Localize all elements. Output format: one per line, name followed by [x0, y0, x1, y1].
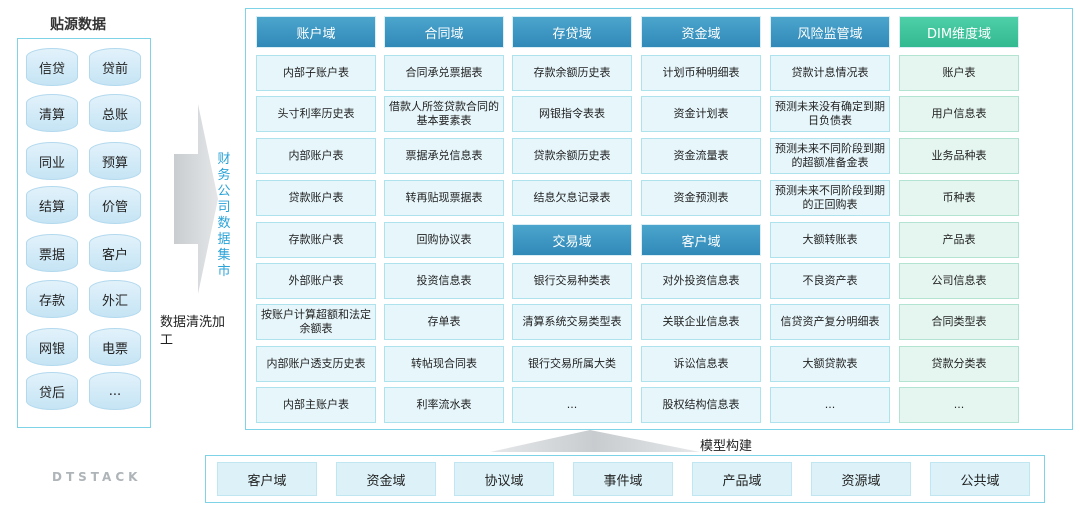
table-cell: 按账户计算超额和法定余额表: [256, 304, 376, 340]
source-db-icon: 清算: [26, 94, 78, 132]
domain-header: 资金域: [641, 16, 761, 48]
base-domain-box: 资金域: [336, 462, 436, 496]
table-cell: 不良资产表: [770, 263, 890, 299]
data-mart-label: 财务公司数据集市: [217, 152, 231, 279]
table-cell: ...: [512, 387, 632, 423]
table-cell: 预测未来没有确定到期日负债表: [770, 96, 890, 132]
base-domain-box: 事件域: [573, 462, 673, 496]
base-domain-panel: [205, 455, 1045, 503]
source-data-title: 贴源数据: [50, 17, 106, 33]
table-cell: 利率流水表: [384, 387, 504, 423]
source-db-icon: 电票: [89, 328, 141, 366]
table-cell: 资金预测表: [641, 180, 761, 216]
table-cell: 银行交易种类表: [512, 263, 632, 299]
table-cell: ...: [770, 387, 890, 423]
table-cell: 外部账户表: [256, 263, 376, 299]
table-cell: 关联企业信息表: [641, 304, 761, 340]
table-cell: 存款账户表: [256, 222, 376, 258]
table-cell: 预测未来不同阶段到期的正回购表: [770, 180, 890, 216]
flow-arrow-right-icon: [174, 104, 218, 294]
base-domain-box: 协议域: [454, 462, 554, 496]
table-cell: 存单表: [384, 304, 504, 340]
table-cell: 计划币种明细表: [641, 55, 761, 91]
table-cell: 内部子账户表: [256, 55, 376, 91]
source-db-icon: 外汇: [89, 280, 141, 318]
table-cell: 产品表: [899, 222, 1019, 258]
source-db-icon: 存款: [26, 280, 78, 318]
table-cell: 合同类型表: [899, 304, 1019, 340]
table-cell: 票据承兑信息表: [384, 138, 504, 174]
table-cell: 清算系统交易类型表: [512, 304, 632, 340]
table-cell: 预测未来不同阶段到期的超额准备金表: [770, 138, 890, 174]
domain-header: 账户域: [256, 16, 376, 48]
table-cell: 转再贴现票据表: [384, 180, 504, 216]
table-cell: 贷款余额历史表: [512, 138, 632, 174]
table-cell: 结息欠息记录表: [512, 180, 632, 216]
source-db-icon: 票据: [26, 234, 78, 272]
table-cell: 资金流量表: [641, 138, 761, 174]
domain-header: 交易域: [512, 224, 632, 256]
table-cell: 内部账户表: [256, 138, 376, 174]
table-cell: 内部主账户表: [256, 387, 376, 423]
table-cell: 用户信息表: [899, 96, 1019, 132]
table-cell: 公司信息表: [899, 263, 1019, 299]
table-cell: 贷款账户表: [256, 180, 376, 216]
source-db-icon: 结算: [26, 186, 78, 224]
model-build-label: 模型构建: [700, 439, 753, 454]
process-label: 数据清洗加工: [160, 315, 226, 348]
table-cell: 币种表: [899, 180, 1019, 216]
flow-arrow-up-icon: [490, 430, 700, 452]
table-cell: 贷款分类表: [899, 346, 1019, 382]
table-cell: 业务品种表: [899, 138, 1019, 174]
source-db-icon: 价管: [89, 186, 141, 224]
domain-header: 风险监管域: [770, 16, 890, 48]
table-cell: 回购协议表: [384, 222, 504, 258]
brand-logo: DTSTACK: [52, 470, 142, 484]
table-cell: 诉讼信息表: [641, 346, 761, 382]
data-mart-panel: [245, 8, 1073, 430]
table-cell: 资金计划表: [641, 96, 761, 132]
domain-header: 合同域: [384, 16, 504, 48]
table-cell: 大额转账表: [770, 222, 890, 258]
source-db-icon: 网银: [26, 328, 78, 366]
table-cell: 银行交易所属大类: [512, 346, 632, 382]
source-db-icon: 信贷: [26, 48, 78, 86]
base-domain-box: 公共域: [930, 462, 1030, 496]
table-cell: 信贷资产复分明细表: [770, 304, 890, 340]
table-cell: 转帖现合同表: [384, 346, 504, 382]
table-cell: 内部账户透支历史表: [256, 346, 376, 382]
source-db-icon: 贷前: [89, 48, 141, 86]
table-cell: 存款余额历史表: [512, 55, 632, 91]
source-db-icon: 贷后: [26, 372, 78, 410]
table-cell: 对外投资信息表: [641, 263, 761, 299]
table-cell: ...: [899, 387, 1019, 423]
domain-header: 存贷域: [512, 16, 632, 48]
base-domain-box: 产品域: [692, 462, 792, 496]
base-domain-box: 资源域: [811, 462, 911, 496]
source-db-icon: ...: [89, 372, 141, 410]
source-db-icon: 预算: [89, 142, 141, 180]
table-cell: 股权结构信息表: [641, 387, 761, 423]
table-cell: 投资信息表: [384, 263, 504, 299]
table-cell: 贷款计息情况表: [770, 55, 890, 91]
table-cell: 合同承兑票据表: [384, 55, 504, 91]
domain-header: DIM维度域: [899, 16, 1019, 48]
source-db-icon: 总账: [89, 94, 141, 132]
source-data-panel: [17, 38, 151, 428]
table-cell: 账户表: [899, 55, 1019, 91]
table-cell: 头寸利率历史表: [256, 96, 376, 132]
source-db-icon: 同业: [26, 142, 78, 180]
table-cell: 网银指令表表: [512, 96, 632, 132]
domain-header: 客户域: [641, 224, 761, 256]
base-domain-box: 客户域: [217, 462, 317, 496]
table-cell: 借款人所签贷款合同的基本要素表: [384, 96, 504, 132]
source-db-icon: 客户: [89, 234, 141, 272]
table-cell: 大额贷款表: [770, 346, 890, 382]
